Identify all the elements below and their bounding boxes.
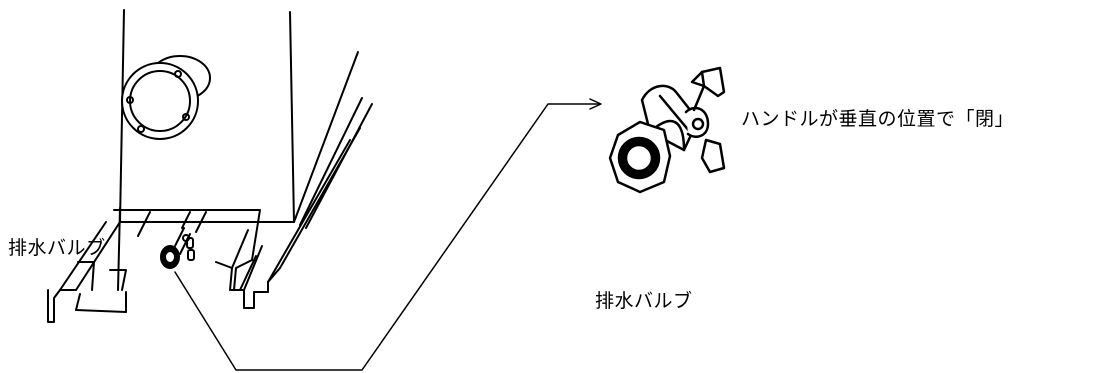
handle-position-note: ハンドルが垂直の位置で「閉」	[741, 108, 1015, 130]
round-connector	[121, 55, 211, 140]
base-frame	[47, 127, 361, 323]
drain-valve-large	[608, 66, 726, 194]
drain-valve-small	[160, 227, 195, 269]
drain-valve-label-left: 排水バルブ	[8, 237, 106, 259]
drain-valve-label-right: 排水バルブ	[595, 290, 693, 312]
leader-lines	[174, 98, 602, 371]
